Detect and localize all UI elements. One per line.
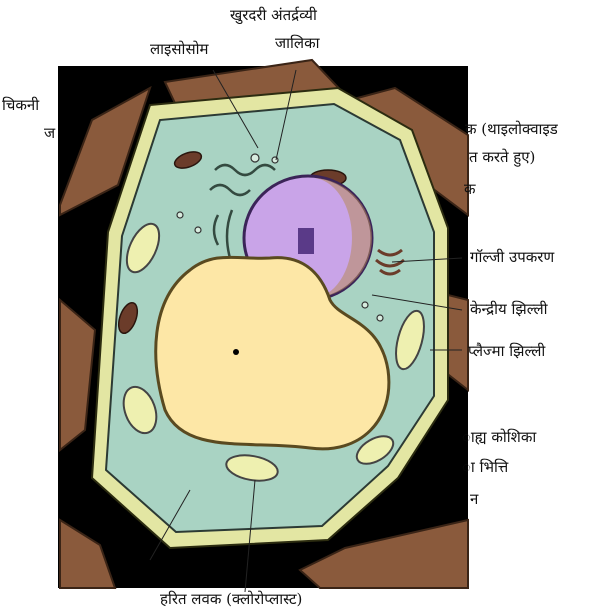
label-smooth-er-line1: चिकनी	[2, 96, 39, 115]
label-rough-er-line1: खुरदरी अंतर्द्रव्यी	[230, 6, 317, 25]
label-nucleus-partial: क	[464, 180, 476, 199]
label-rough-er-line2: जालिका	[275, 34, 319, 53]
label-golgi: गॉल्जी उपकरण	[470, 248, 554, 267]
label-lysosome: लाइसोसोम	[150, 40, 208, 59]
vacuole-dot	[233, 349, 239, 355]
label-smooth-er-line2: ज	[44, 124, 55, 143]
label-thylakoid-line2: त करते हुए)	[469, 148, 535, 167]
label-extracellular: ाह्य कोशिका	[462, 428, 536, 447]
label-cell-wall-partial: ा भित्ति	[462, 458, 508, 477]
label-thylakoid-line1: क (थाइलोक्वाइड	[465, 120, 558, 139]
label-plasma-membrane: प्लैज्मा झिल्ली	[468, 342, 545, 361]
label-nuclear-membrane: केन्द्रीय झिल्ली	[470, 300, 548, 319]
label-partial-n: न	[470, 490, 478, 509]
label-chloroplast: हरित लवक (क्लोरोप्लास्ट)	[160, 590, 302, 609]
nucleolus	[298, 228, 314, 254]
